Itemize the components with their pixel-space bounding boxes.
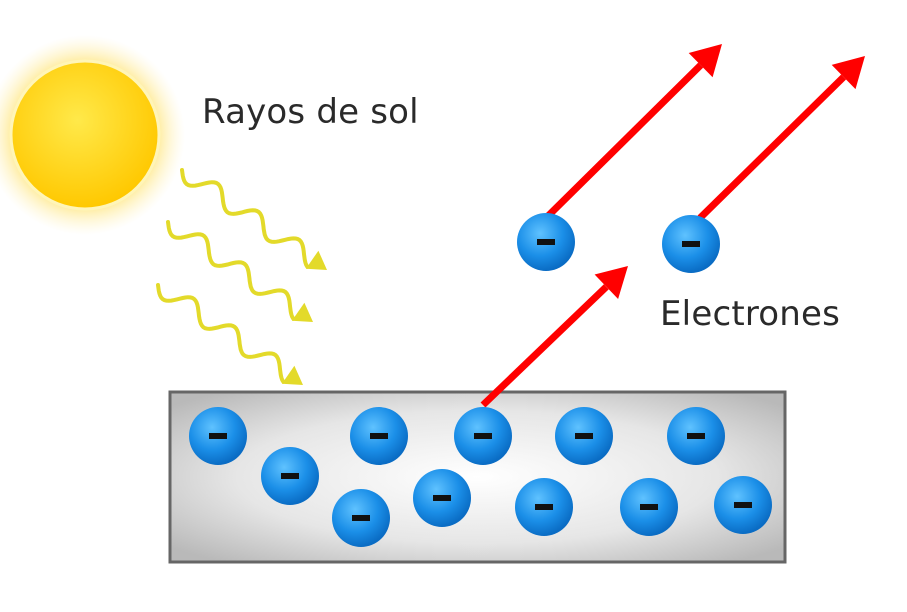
sun-rays-label: Rayos de sol [202,92,419,132]
red-arrow-icon [545,44,722,219]
electron-icon [189,407,247,465]
electron-charge-sign [474,433,492,439]
emission-arrows [480,44,865,408]
electron-charge-sign [575,433,593,439]
electron-icon [350,407,408,465]
wavy-ray-arrow-icon [180,168,327,270]
electrons [189,213,772,547]
electron-charge-sign [433,495,451,501]
electron-charge-sign [640,504,658,510]
electron-icon [332,489,390,547]
electron-charge-sign [734,502,752,508]
electron-icon [261,447,319,505]
electron-icon [555,407,613,465]
electron-charge-sign [370,433,388,439]
electron-charge-sign [209,433,227,439]
sun-icon [0,35,185,235]
electron-icon [517,213,575,271]
electron-charge-sign [687,433,705,439]
wavy-ray-arrow-icon [156,283,303,385]
electron-charge-sign [682,241,700,247]
electron-icon [667,407,725,465]
electron-charge-sign [535,504,553,510]
electron-icon [662,215,720,273]
light-rays [156,168,327,385]
wavy-ray-arrow-icon [166,220,313,322]
electron-charge-sign [281,473,299,479]
electron-icon [714,476,772,534]
red-arrow-icon [697,56,865,221]
electron-icon [620,478,678,536]
electron-icon [413,469,471,527]
electron-charge-sign [537,239,555,245]
electron-icon [515,478,573,536]
electron-icon [454,407,512,465]
electrons-label: Electrones [660,294,841,334]
electron-charge-sign [352,515,370,521]
red-arrow-icon [480,266,628,408]
